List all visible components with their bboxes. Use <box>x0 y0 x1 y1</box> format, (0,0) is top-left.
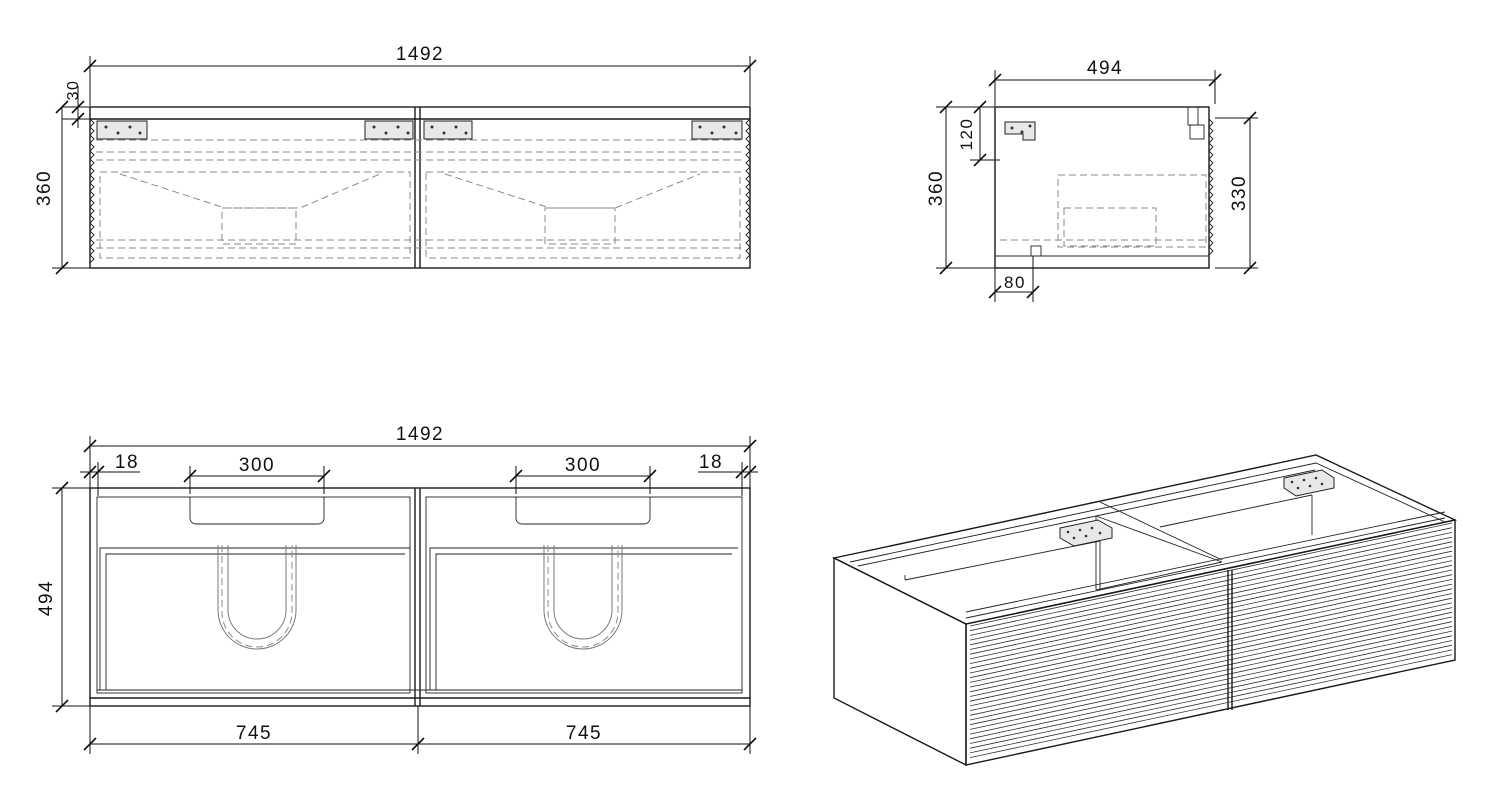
iso-bracket-left <box>1059 519 1113 547</box>
front-width-dimension: 1492 <box>83 44 757 106</box>
front-top-label: 30 <box>65 80 82 101</box>
plan-basin-right-dimension: 300 <box>509 455 657 494</box>
side-depth-label: 494 <box>1087 58 1123 79</box>
front-height-label: 360 <box>34 170 55 206</box>
plan-width-dimension: 1492 <box>83 424 757 492</box>
side-rail-dimension: 80 <box>988 256 1040 302</box>
plan-half-left-label: 745 <box>236 723 272 744</box>
side-bracket <box>1004 121 1036 141</box>
side-height-dimension: 360 <box>926 100 995 275</box>
iso-view <box>831 454 1458 767</box>
front-view: 1492 30 360 <box>34 44 757 275</box>
plan-half-right-label: 745 <box>566 723 602 744</box>
plan-side-left-dimension: 18 <box>80 452 140 496</box>
side-bracket-height-label: 120 <box>957 118 976 151</box>
plan-half-dimension: 745 745 <box>83 706 757 754</box>
side-bracket-height-dimension: 120 <box>957 100 1000 167</box>
front-bracket-3 <box>423 120 473 140</box>
plan-side-left-label: 18 <box>115 452 139 473</box>
iso-bracket-right <box>1283 469 1335 497</box>
plan-basin-left-label: 300 <box>239 455 275 476</box>
plan-basin-right-label: 300 <box>565 455 601 476</box>
front-bracket-4 <box>691 120 743 140</box>
front-bracket-2 <box>364 120 414 140</box>
side-view: 494 120 360 330 <box>926 58 1258 302</box>
iso-fluted-front <box>969 522 1453 758</box>
front-height-dimension: 360 <box>34 100 96 275</box>
plan-width-label: 1492 <box>396 424 444 445</box>
side-depth-dimension: 494 <box>988 58 1222 106</box>
front-top-dimension: 30 <box>62 80 96 128</box>
side-inner-height-label: 330 <box>1229 175 1250 211</box>
side-inner-height-dimension: 330 <box>1215 111 1258 275</box>
front-width-label: 1492 <box>396 44 444 65</box>
plan-side-right-label: 18 <box>699 452 723 473</box>
plan-side-right-dimension: 18 <box>698 452 758 496</box>
plan-view: 1492 18 300 300 <box>36 424 758 754</box>
side-height-label: 360 <box>926 170 947 206</box>
plan-basin-left-dimension: 300 <box>183 455 331 494</box>
plan-depth-label: 494 <box>36 580 57 616</box>
front-bracket-1 <box>96 120 148 140</box>
side-rail-label: 80 <box>1004 273 1026 292</box>
plan-depth-dimension: 494 <box>36 481 90 713</box>
